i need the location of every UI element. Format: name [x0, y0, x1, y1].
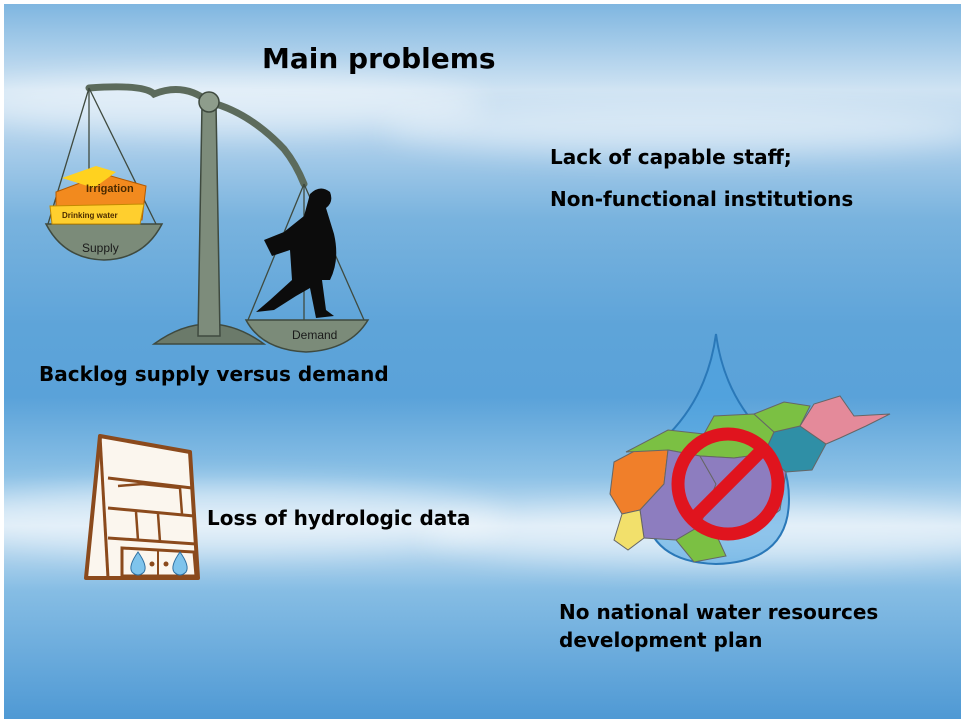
balance-scale-icon: Irrigation Drinking water Supply Demand — [44, 83, 370, 353]
irrigation-label: Irrigation — [86, 183, 134, 195]
drinking-water-label: Drinking water — [62, 211, 118, 220]
problem-staff: Lack of capable staff; — [550, 145, 792, 169]
problem-backlog: Backlog supply versus demand — [39, 362, 389, 386]
problem-institutions: Non-functional institutions — [550, 187, 854, 211]
afghanistan-map-icon — [609, 333, 891, 566]
supply-label: Supply — [82, 241, 119, 255]
problem-hydrologic-data: Loss of hydrologic data — [207, 506, 471, 530]
archive-cabinet-icon — [84, 434, 200, 580]
demand-label: Demand — [292, 328, 337, 342]
problem-development-plan: No national water resources development … — [559, 600, 879, 652]
slide: Main problems Lack of capable staff; Non… — [4, 4, 961, 719]
prohibition-sign-icon — [671, 427, 785, 541]
slide-title: Main problems — [262, 42, 496, 75]
